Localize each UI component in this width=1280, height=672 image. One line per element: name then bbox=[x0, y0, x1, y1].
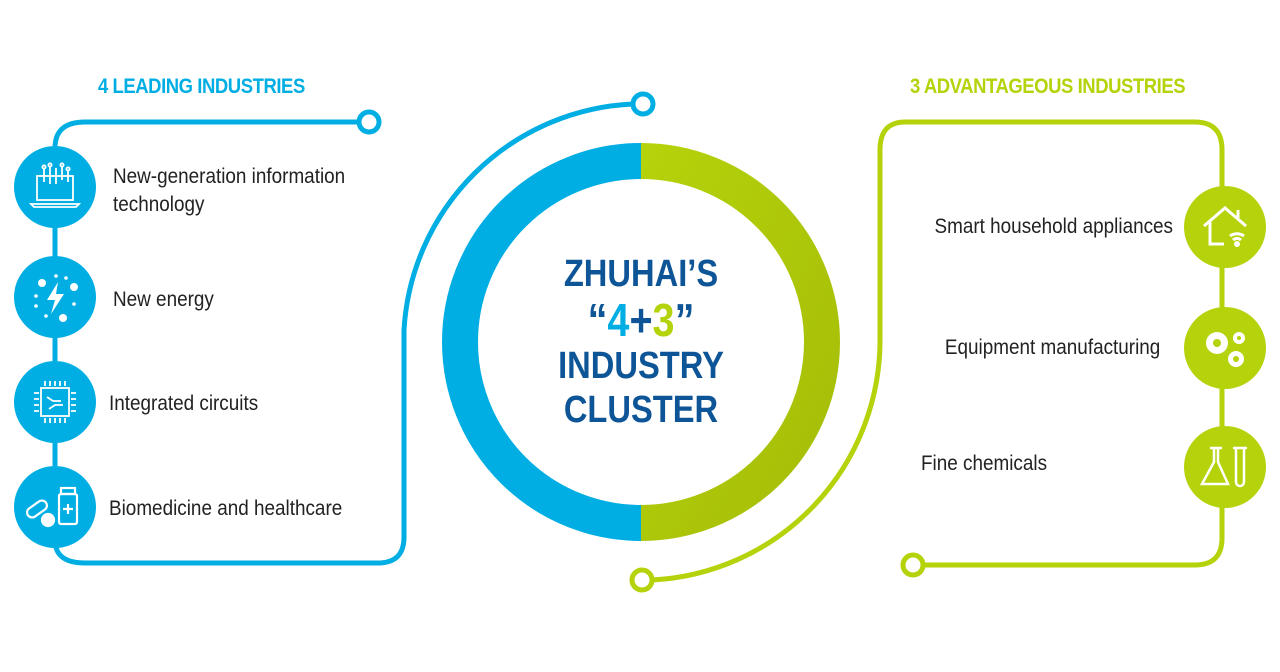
left-item-4-label: Biomedicine and healthcare bbox=[109, 497, 343, 520]
center-bottom-node bbox=[629, 567, 655, 593]
smart-home-icon bbox=[1184, 186, 1266, 268]
gears-icon bbox=[1184, 307, 1266, 389]
right-section-title: 3 ADVANTAGEOUS INDUSTRIES bbox=[910, 75, 1186, 98]
left-item-1-line-1: New-generation information bbox=[113, 165, 346, 188]
left-section-title: 4 LEADING INDUSTRIES bbox=[98, 75, 305, 98]
ring-left-half bbox=[442, 143, 642, 541]
medicine-icon bbox=[14, 466, 96, 548]
left-item-1-label: New-generation information technology bbox=[113, 163, 345, 219]
right-item-1-label: Smart household appliances bbox=[934, 215, 1173, 238]
center-line-4: CLUSTER bbox=[563, 389, 719, 431]
right-item-2-label: Equipment manufacturing bbox=[944, 336, 1160, 359]
left-top-node bbox=[356, 109, 382, 135]
chip-icon bbox=[14, 361, 96, 443]
lightning-icon bbox=[14, 256, 96, 338]
laptop-circuit-icon bbox=[14, 146, 96, 228]
center-line-3: INDUSTRY bbox=[558, 345, 724, 387]
left-item-3-label: Integrated circuits bbox=[109, 392, 259, 415]
center-top-node bbox=[630, 91, 656, 117]
quote-close: ” bbox=[674, 294, 695, 346]
left-item-2-label: New energy bbox=[113, 288, 214, 311]
plus-sign: + bbox=[629, 294, 653, 346]
center-line-1: ZHUHAI’S bbox=[563, 253, 719, 295]
left-item-1-line-2: technology bbox=[113, 193, 205, 216]
left-connector bbox=[52, 119, 358, 150]
center-4plus3: “4+3” bbox=[555, 296, 727, 344]
right-bottom-node bbox=[900, 552, 926, 578]
right-connector bbox=[651, 119, 1225, 583]
number-3: 3 bbox=[652, 294, 675, 346]
right-item-3-label: Fine chemicals bbox=[921, 452, 1048, 475]
lab-flask-icon bbox=[1184, 426, 1266, 508]
number-4: 4 bbox=[607, 294, 630, 346]
ring-right-half bbox=[640, 143, 840, 541]
quote-open: “ bbox=[587, 294, 608, 346]
center-title: ZHUHAI’S “4+3” INDUSTRY CLUSTER bbox=[555, 252, 727, 432]
